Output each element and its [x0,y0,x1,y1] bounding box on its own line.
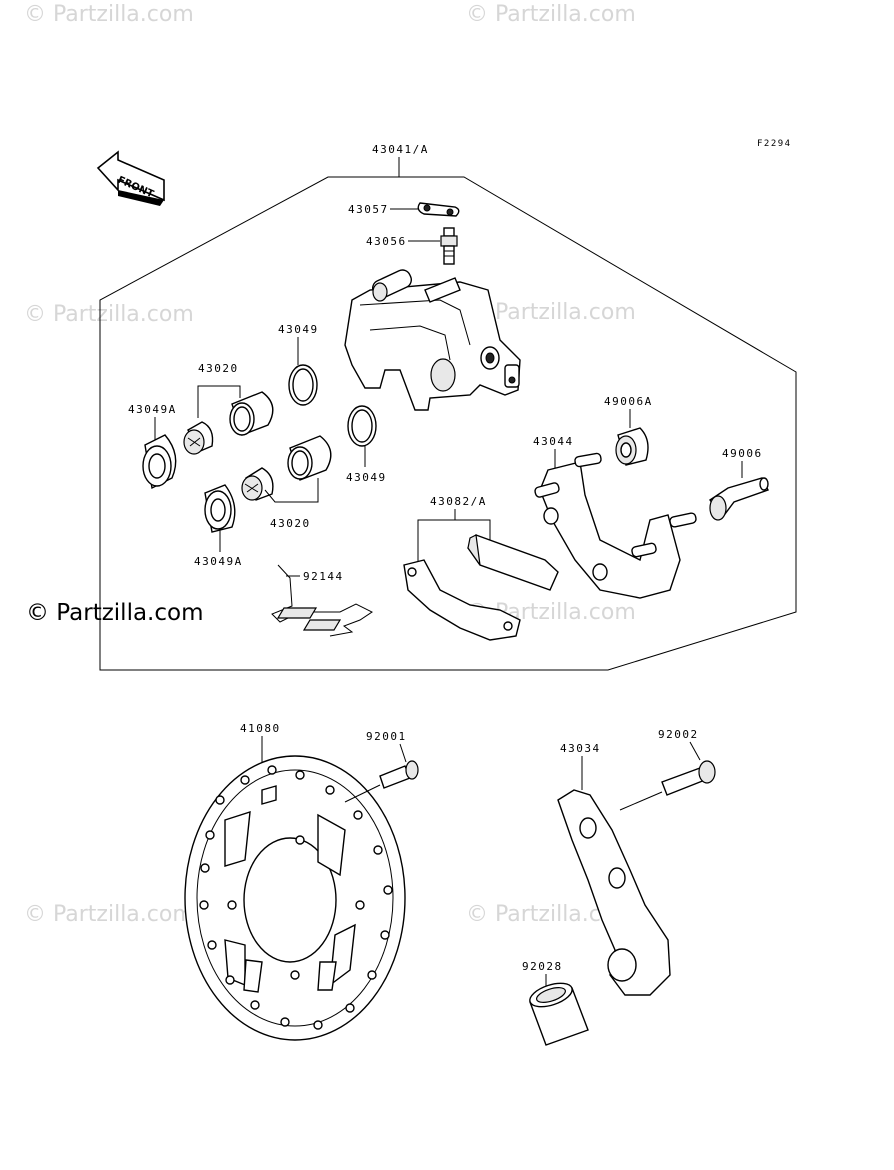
label-43049-mid: 43049 [346,471,387,484]
label-92028: 92028 [522,960,563,973]
brake-pad-43082-A [403,534,559,641]
label-43082-A: 43082/A [430,495,487,508]
bleeder-cap-43057 [417,202,460,217]
front-arrow-icon: FRONT [96,150,165,206]
dust-boot-49006A [615,427,649,466]
caliper-holder-43044 [534,452,697,599]
caliper-body [344,269,521,411]
torque-bracket-43034 [557,789,671,996]
bleeder-valve-43056 [440,227,458,265]
watermark: © Partzilla.com [466,2,636,27]
label-92144: 92144 [303,570,344,583]
watermark: © Partzilla.com [24,302,194,327]
label-43049A-left: 43049A [128,403,177,416]
watermark: © Partzilla.com [24,902,194,927]
figure-code: F2294 [757,139,792,149]
brake-disc-41080 [184,755,406,1041]
label-43041-A: 43041/A [372,143,429,156]
insulator-43020-bottom [241,467,274,501]
label-43049-top: 43049 [278,323,319,336]
bolt-92001 [379,760,419,789]
pad-spring-92144 [271,564,373,637]
label-49006: 49006 [722,447,763,460]
seal-43049A-bottom [204,484,236,533]
collar-92028 [529,982,589,1046]
label-43034: 43034 [560,742,601,755]
label-43057: 43057 [348,203,389,216]
label-43056: 43056 [366,235,407,248]
watermark: © Partzilla.com [24,2,194,27]
bolt-92002 [661,760,716,796]
slide-pin-49006 [709,477,769,521]
caliper-assembly-outline [99,176,797,671]
label-43044: 43044 [533,435,574,448]
label-43020-bottom: 43020 [270,517,311,530]
label-43020-top: 43020 [198,362,239,375]
label-43049A-bottom: 43049A [194,555,243,568]
seal-43049-mid [347,405,377,447]
insulator-43020-top [183,421,214,455]
piston-43020-bottom [287,435,332,481]
piston-43020-top [229,391,274,436]
label-92001: 92001 [366,730,407,743]
watermark-main: © Partzilla.com [26,600,204,626]
label-92002: 92002 [658,728,699,741]
seal-43049A-left [142,434,177,490]
seal-43049-top [288,364,318,406]
label-49006A: 49006A [604,395,653,408]
label-41080: 41080 [240,722,281,735]
